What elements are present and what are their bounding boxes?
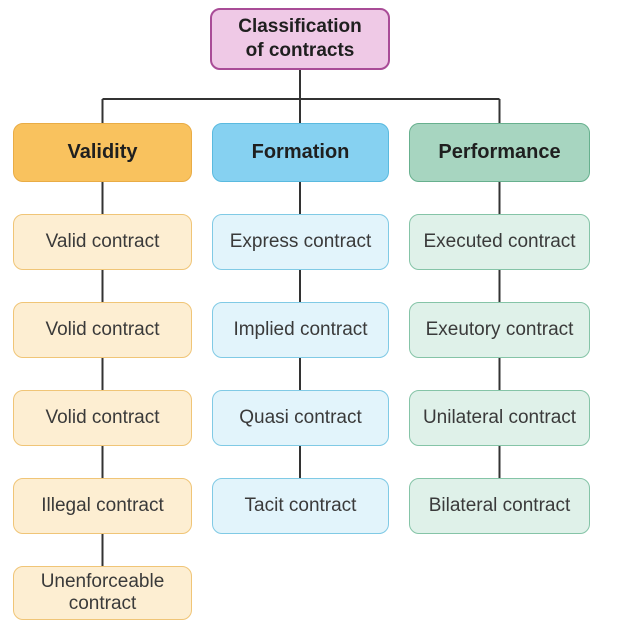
node-illegal-contract: Illegal contract [13, 478, 192, 534]
node-executed-contract: Executed contract [409, 214, 590, 270]
node-express-contract: Express contract [212, 214, 389, 270]
node-unenforceable-contract: Unenforceable contract [13, 566, 192, 620]
column-header-performance: Performance [409, 123, 590, 182]
column-header-formation: Formation [212, 123, 389, 182]
node-volid-contract-2: Volid contract [13, 390, 192, 446]
node-volid-contract-1: Volid contract [13, 302, 192, 358]
root-node-classification-of-contracts: Classification of contracts [210, 8, 390, 70]
node-unilateral-contract: Unilateral contract [409, 390, 590, 446]
node-bilateral-contract: Bilateral contract [409, 478, 590, 534]
node-tacit-contract: Tacit contract [212, 478, 389, 534]
column-header-validity: Validity [13, 123, 192, 182]
node-exeutory-contract: Exeutory contract [409, 302, 590, 358]
node-valid-contract: Valid contract [13, 214, 192, 270]
node-implied-contract: Implied contract [212, 302, 389, 358]
node-quasi-contract: Quasi contract [212, 390, 389, 446]
